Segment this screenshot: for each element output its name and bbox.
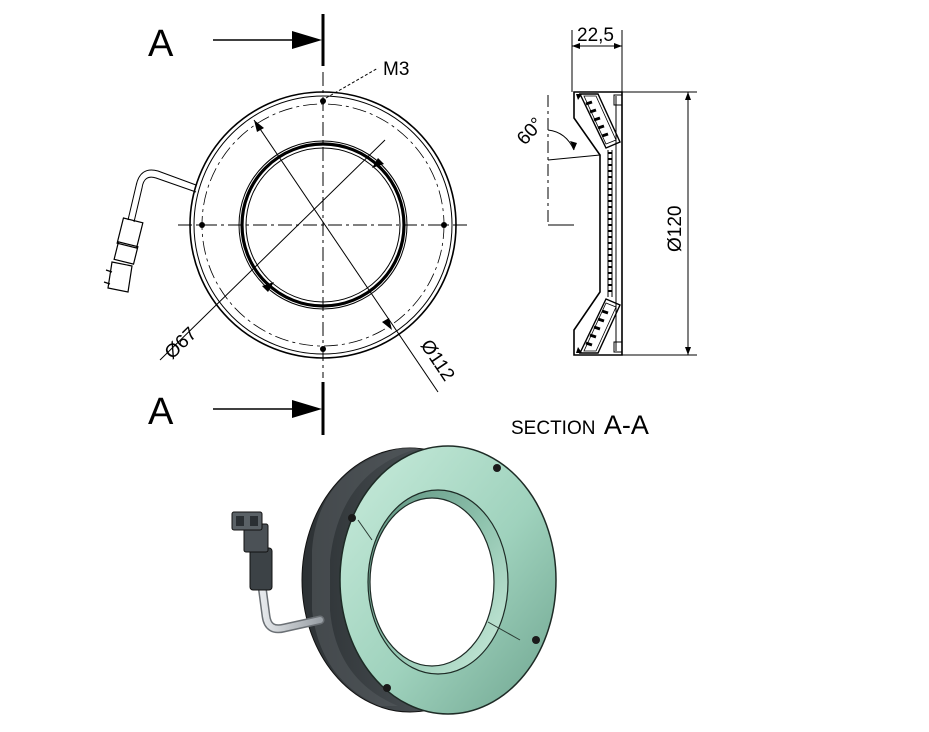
angle-leg [547, 154, 601, 161]
section-word: SECTION [511, 418, 595, 439]
screw-hole-top [320, 98, 326, 104]
outer-diameter-label: Ø112 [416, 336, 459, 385]
aperture-diffuser-edge [240, 142, 406, 308]
outer-diameter-arrow-1 [254, 120, 264, 132]
section-letter-top: A [148, 23, 174, 65]
iso-screw-top [493, 464, 501, 472]
inner-diameter-arrow-1 [262, 282, 274, 292]
angle-arrow [570, 141, 577, 150]
front-view: M3 Ø67 Ø112 [103, 59, 470, 393]
bore-edge-2 [487, 621, 521, 641]
outer-ring-edge [189, 91, 457, 359]
screw-hole-right [441, 222, 447, 228]
thread-label: M3 [383, 59, 409, 80]
fastener-top [613, 94, 623, 106]
cable-outline-a [133, 176, 197, 223]
led-cluster-bottom [576, 298, 621, 354]
screw-hole-left [199, 222, 205, 228]
iso-screw-right [532, 636, 540, 644]
outer-ring-chamfer [193, 95, 453, 355]
section-letters: A-A [604, 410, 649, 440]
iso-screw-bottom [383, 684, 391, 692]
section-view: 22,5 Ø120 [511, 25, 697, 440]
led-cluster-top [576, 93, 621, 149]
iso-screw-left [348, 514, 356, 522]
thickness-arrow-1 [572, 43, 580, 49]
fastener-bottom [613, 341, 623, 353]
housing-profile [573, 91, 623, 356]
iso-cable [259, 583, 323, 632]
thickness-arrow-2 [614, 43, 622, 49]
section-letter-bottom: A [148, 391, 174, 433]
iso-connector [231, 511, 273, 591]
cable-outline-b [127, 169, 197, 221]
total-diameter-arrow-2 [685, 347, 691, 355]
section-arrowhead-top [292, 31, 322, 49]
cable-connector-2d [103, 217, 144, 293]
inner-diameter-label: Ø67 [161, 324, 201, 364]
outer-diameter-dimension-line [253, 119, 439, 393]
aperture-outer-edge [238, 140, 408, 310]
bore-edge-1 [357, 519, 373, 541]
section-title: SECTION A-A [511, 410, 649, 440]
aperture-inner-edge [245, 147, 401, 303]
total-diameter-label: Ø120 [665, 206, 686, 252]
inner-diameter-dimension-line [159, 139, 386, 361]
section-marker-bottom: A [148, 382, 325, 435]
thickness-label: 22,5 [577, 25, 614, 46]
angle-arc [547, 129, 575, 151]
inner-diameter-arrow-2 [372, 158, 384, 168]
total-diameter-arrow-1 [685, 92, 691, 100]
angle-label: 60° [513, 114, 548, 149]
screw-hole-bottom [320, 346, 326, 352]
thread-leader [325, 67, 379, 99]
section-arrowhead-bottom [292, 400, 322, 418]
outer-diameter-arrow-2 [382, 318, 392, 330]
ring-aperture [369, 497, 495, 667]
ring-body-highlight [312, 448, 420, 706]
section-marker-top: A [148, 14, 325, 66]
isometric-view [231, 445, 557, 715]
